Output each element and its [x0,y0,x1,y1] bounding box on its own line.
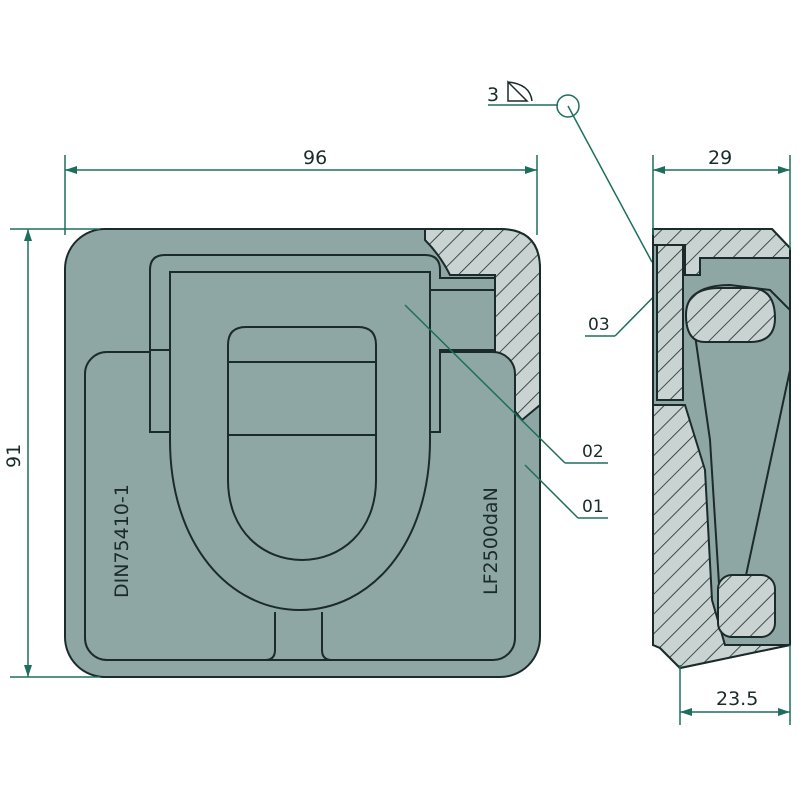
ring-section-top [684,287,777,343]
dimension-width-label: 96 [303,147,327,169]
d-ring-slot [227,326,377,562]
dimension-height-label: 91 [3,444,25,468]
callout-02-label: 02 [582,442,604,462]
dimension-height: 91 [3,228,100,678]
callout-01: 01 [524,464,608,519]
marking-load: LF2500daN [480,487,502,595]
callout-03-label: 03 [588,315,610,335]
ring-section-bottom [717,574,776,638]
callout-01-label: 01 [582,497,604,517]
plate-section [656,244,684,401]
dimension-width: 96 [64,147,538,235]
stem-edge [321,612,333,661]
marking-standard: DIN75410-1 [111,484,133,598]
side-wall-section [652,404,791,670]
dimension-depth-inner-label: 23.5 [716,688,758,710]
front-view: DIN75410-1 LF2500daN [64,228,541,678]
fillet-weld-icon [507,80,533,102]
dimension-depth-label: 29 [708,147,732,169]
weld-size-label: 3 [487,84,499,106]
side-view [652,228,791,670]
weld-all-around-icon [556,94,580,118]
dimension-depth-inner: 23.5 [679,645,791,725]
weld-symbol: 3 [487,80,653,263]
stem-edge [264,612,276,661]
dimension-depth: 29 [652,147,791,250]
callout-02: 02 [404,304,608,464]
